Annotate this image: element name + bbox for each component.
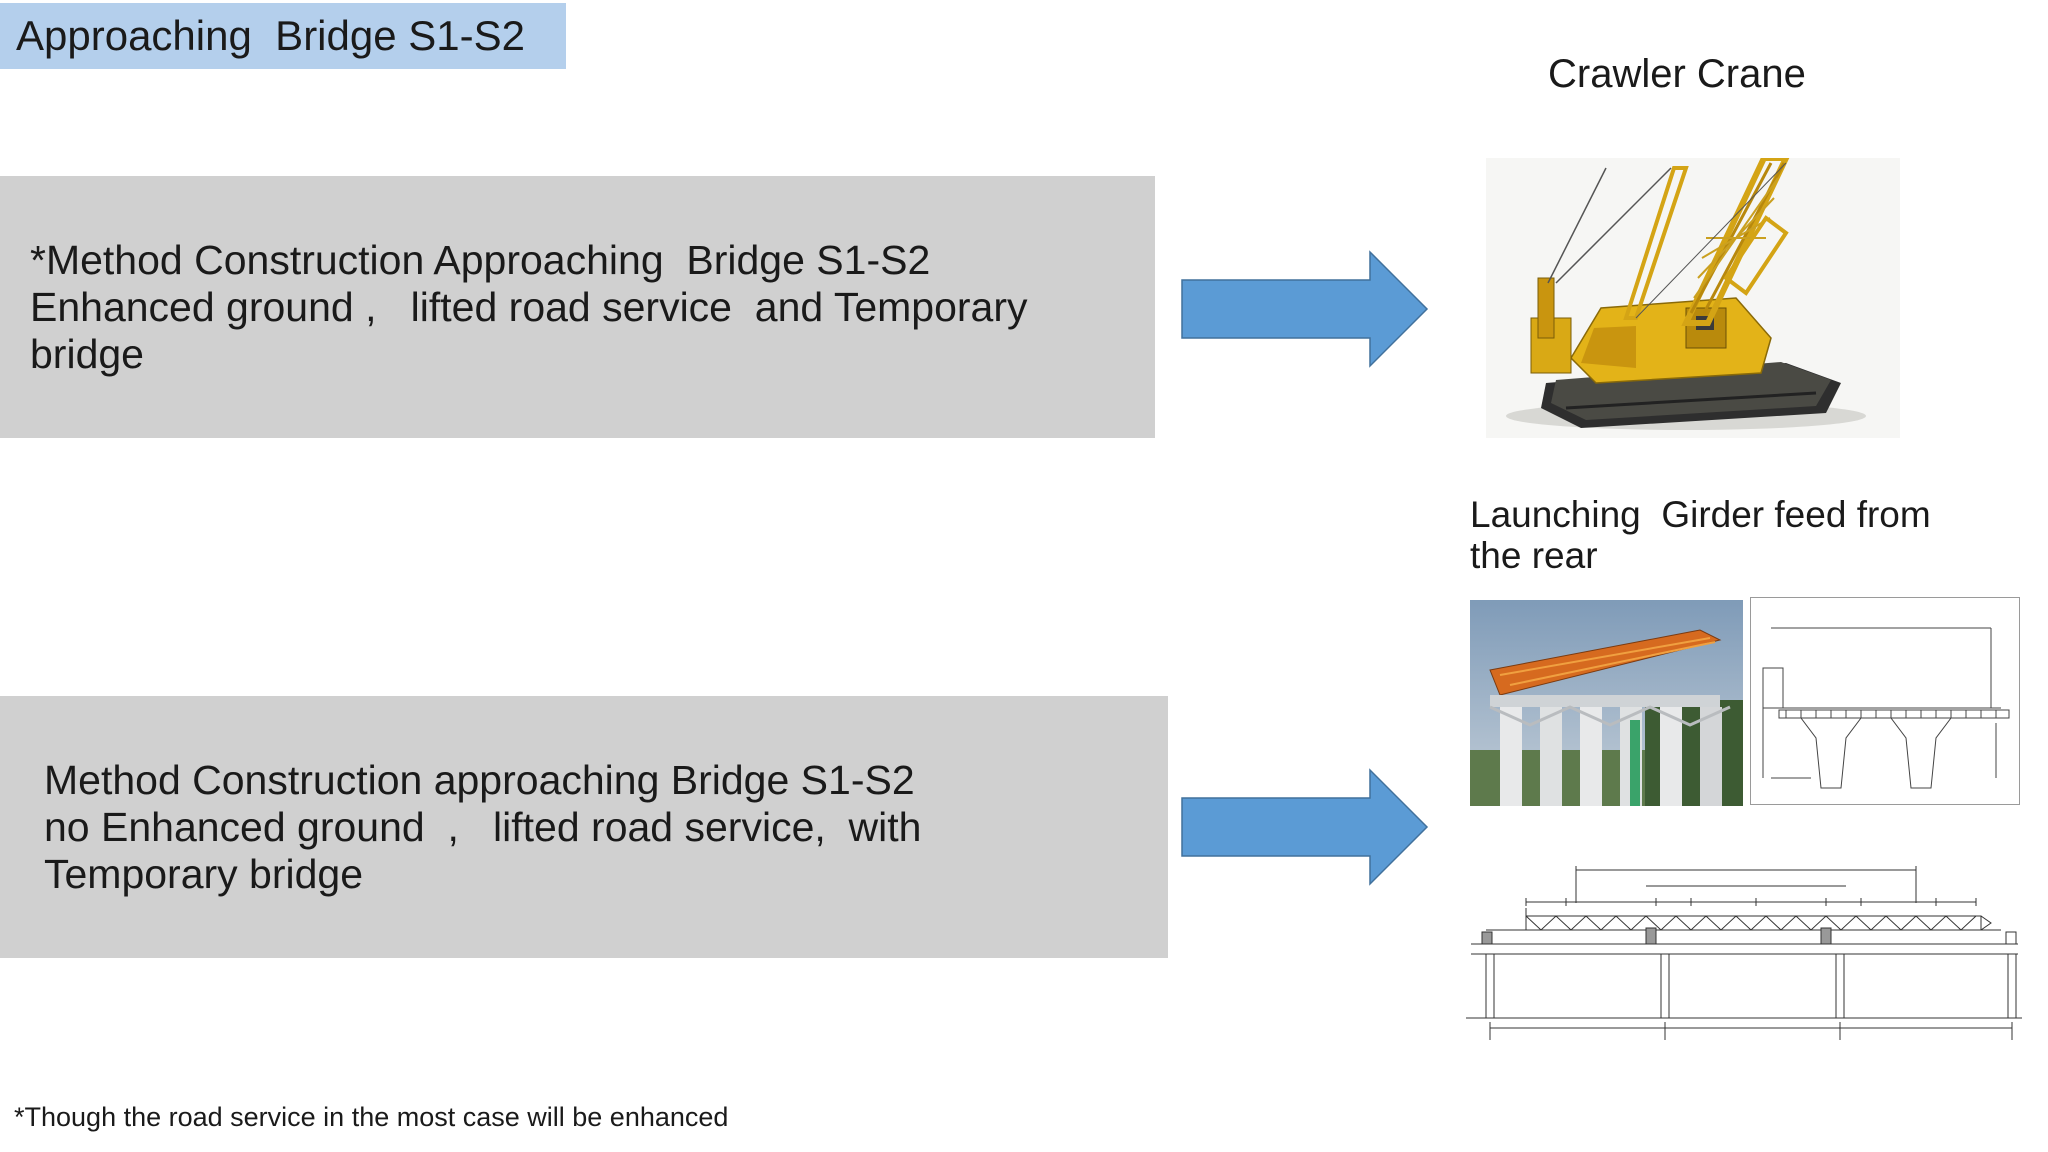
page-title: Approaching Bridge S1-S2	[0, 3, 566, 69]
footnote: *Though the road service in the most cas…	[14, 1102, 729, 1132]
right-arrow-icon	[1181, 768, 1429, 886]
method-box-no-enhanced-ground: Method Construction approaching Bridge S…	[0, 696, 1168, 958]
launching-girder-photo	[1470, 600, 1743, 806]
method-text: *Method Construction Approaching Bridge …	[30, 236, 1028, 377]
launching-girder-label: Launching Girder feed from the rear	[1470, 494, 1931, 576]
crawler-crane-image	[1486, 158, 1900, 438]
girder-cross-section-drawing	[1750, 597, 2020, 805]
crawler-crane-label: Crawler Crane	[1548, 52, 1806, 96]
right-arrow-icon	[1181, 250, 1429, 368]
method-text: Method Construction approaching Bridge S…	[44, 756, 922, 897]
method-box-enhanced-ground: *Method Construction Approaching Bridge …	[0, 176, 1155, 438]
launching-girder-elevation-drawing	[1466, 858, 2022, 1048]
